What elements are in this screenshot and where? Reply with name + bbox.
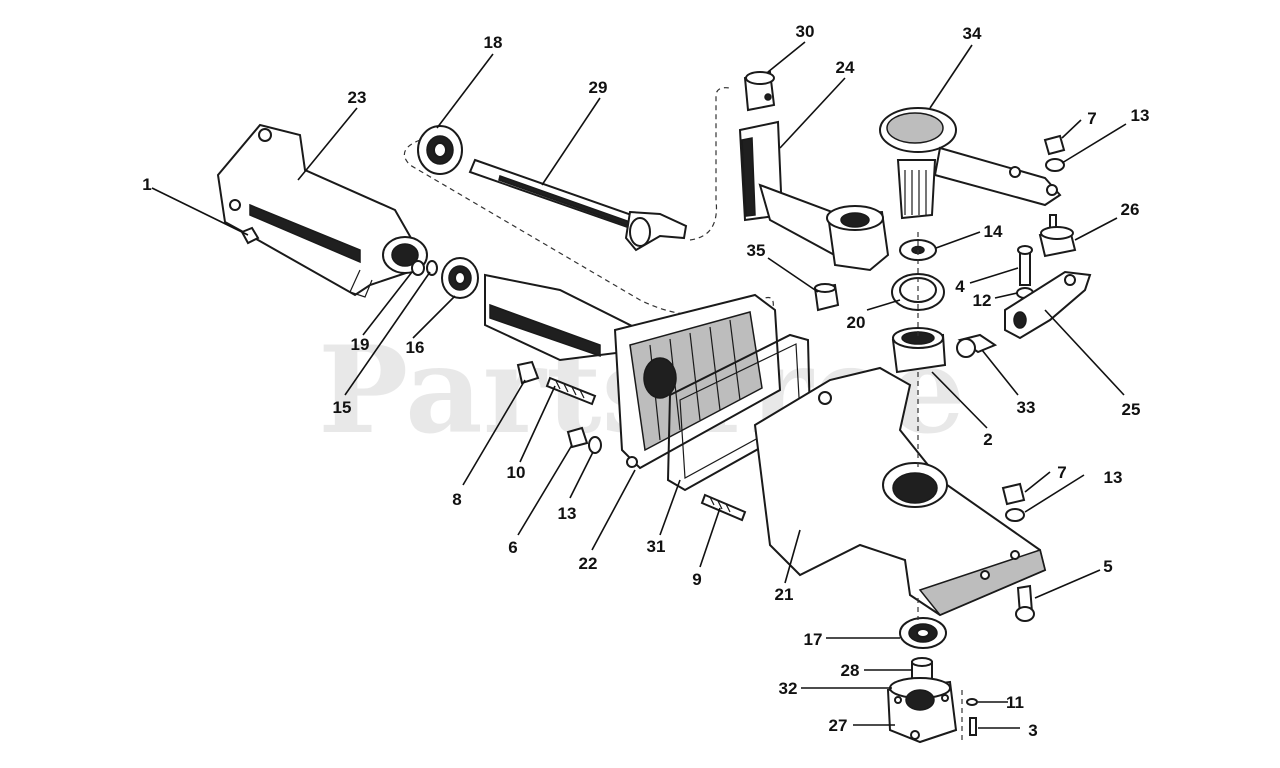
callout-26: 26 [1121, 200, 1140, 219]
callout-11: 11 [1006, 693, 1024, 712]
callout-14: 14 [984, 222, 1003, 241]
part-7-nut-a [1043, 134, 1066, 156]
callout-19: 19 [351, 335, 370, 354]
part-29-shaft [468, 158, 688, 252]
part-8-nut [516, 360, 540, 385]
part-19-ring [411, 260, 425, 276]
callout-18: 18 [484, 33, 503, 52]
part-33-bolt [956, 333, 998, 358]
part-3-screw [969, 717, 977, 736]
callout-23: 23 [348, 88, 367, 107]
callout-22: 22 [579, 554, 598, 573]
part-11-washer [966, 698, 978, 706]
callout-5: 5 [1103, 557, 1112, 576]
callout-4: 4 [955, 277, 965, 296]
callout-9: 9 [692, 570, 701, 589]
part-5-bolt [1015, 584, 1035, 622]
callout-29: 29 [589, 78, 608, 97]
callout-21: 21 [775, 585, 794, 604]
part-15-ring [426, 260, 438, 276]
callout-24: 24 [836, 58, 855, 77]
callout-28: 28 [841, 661, 860, 680]
part-30-collar [743, 70, 776, 112]
part-17-bearing [899, 617, 947, 649]
callout-1: 1 [142, 175, 151, 194]
callout-7-lower: 7 [1057, 463, 1066, 482]
callout-6: 6 [508, 538, 517, 557]
callout-31: 31 [647, 537, 666, 556]
callout-10: 10 [507, 463, 526, 482]
callout-15: 15 [333, 398, 352, 417]
part-13-washer-b [1045, 158, 1065, 172]
leader-lines [151, 41, 1127, 729]
callout-3: 3 [1028, 721, 1037, 740]
callout-27: 27 [829, 716, 848, 735]
callout-13-lower: 13 [1104, 468, 1123, 487]
part-9-stud [700, 493, 747, 522]
callout-33: 33 [1017, 398, 1036, 417]
part-10-stud [545, 376, 597, 406]
callout-17: 17 [804, 630, 823, 649]
part-6-nut [566, 426, 589, 449]
callout-numbers: 1 2 3 4 5 6 7 7 8 9 10 11 12 13 13 13 14… [142, 22, 1149, 740]
part-35-plug [813, 283, 840, 312]
part-34-lever-arm [879, 107, 1062, 220]
callout-20: 20 [847, 313, 866, 332]
callout-35: 35 [747, 241, 766, 260]
assembly-path-upper [689, 87, 731, 241]
part-21-lower-housing [753, 366, 1047, 617]
callout-7-top: 7 [1087, 109, 1096, 128]
callout-2: 2 [983, 430, 992, 449]
part-18-bearing [417, 125, 463, 175]
part-26-knob [1038, 214, 1077, 258]
part-20-ring [891, 273, 945, 311]
assembly-path-shaft [403, 139, 774, 321]
part-32-27-cover [886, 677, 958, 744]
callout-13-mid: 13 [558, 504, 577, 523]
callout-32: 32 [779, 679, 798, 698]
part-1-screw [240, 226, 260, 245]
part-13-washer-c [1005, 508, 1025, 522]
part-4-bolt [1017, 245, 1033, 286]
part-2-bushing [891, 327, 947, 374]
part-24-shift-arm [738, 120, 890, 272]
callout-13-top: 13 [1131, 106, 1150, 125]
callout-34: 34 [963, 24, 982, 43]
callout-30: 30 [796, 22, 815, 41]
part-25-fork-arm [1004, 270, 1092, 340]
part-16-bearing [441, 257, 479, 299]
callout-12: 12 [973, 291, 992, 310]
callout-16: 16 [406, 338, 425, 357]
callout-8: 8 [452, 490, 461, 509]
part-13-washer-a [588, 436, 602, 454]
callout-25: 25 [1122, 400, 1141, 419]
part-7-nut-b [1001, 482, 1026, 506]
